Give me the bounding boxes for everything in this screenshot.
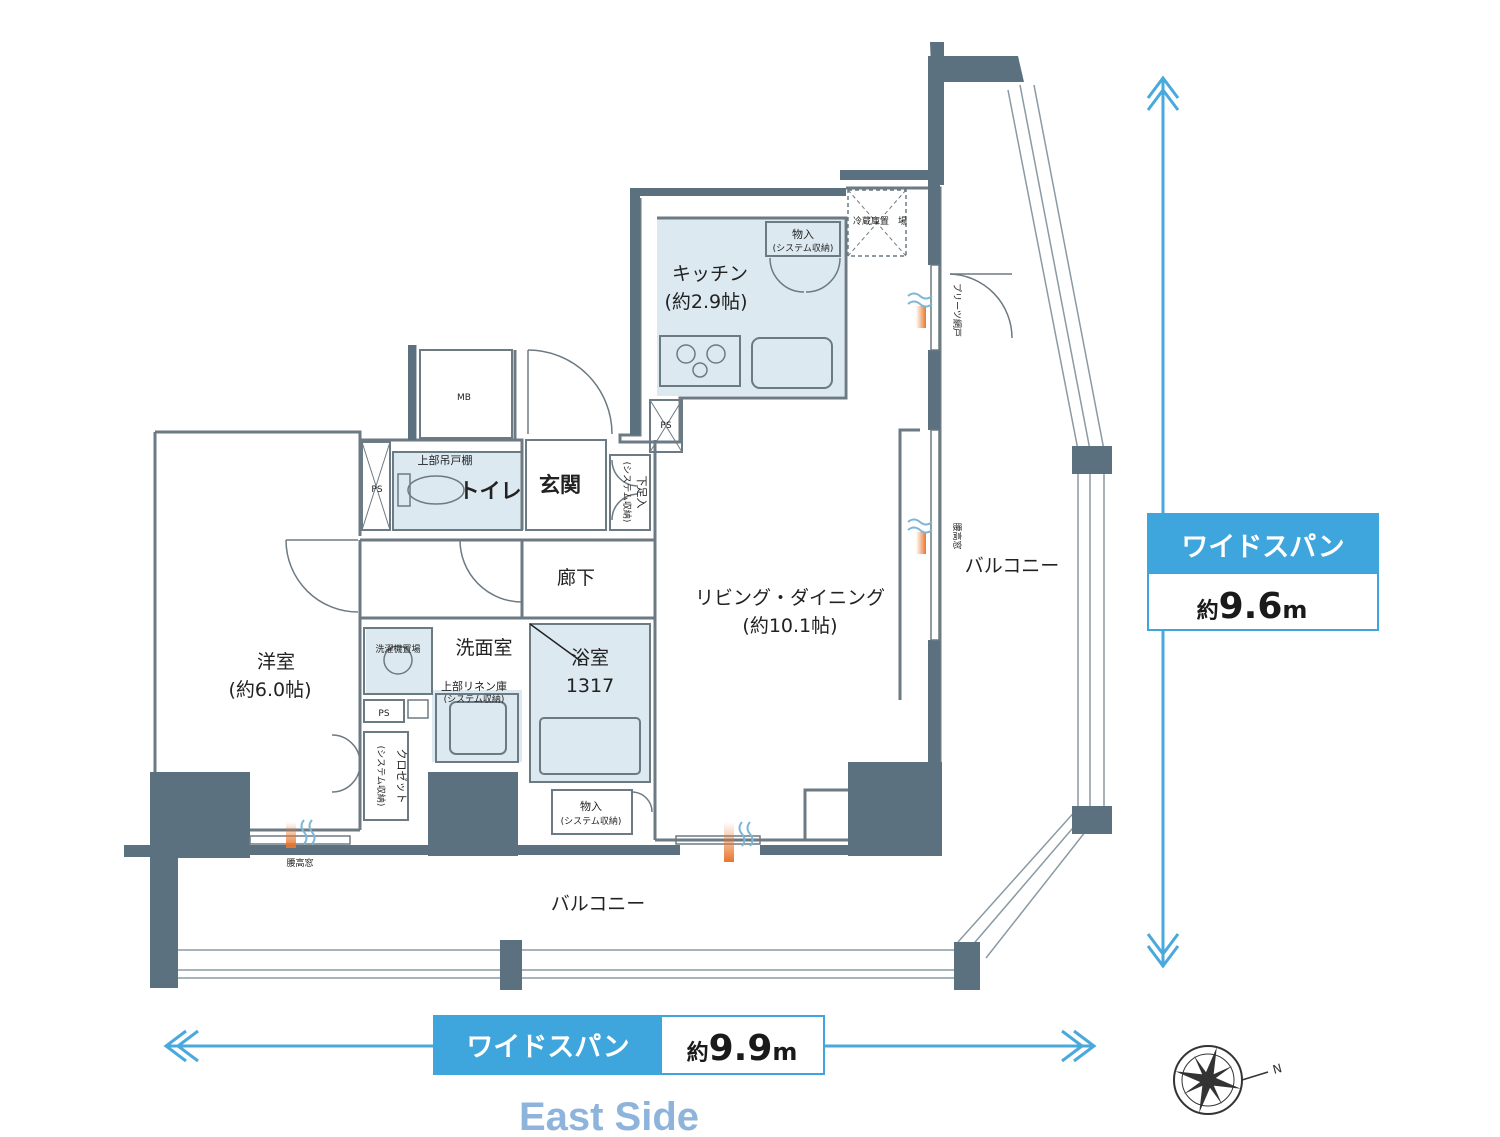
windows (249, 264, 940, 845)
washer-icon (383, 645, 413, 675)
toilet-icon (397, 473, 465, 507)
arrow-up-icon (1146, 75, 1180, 99)
fridge-space-label: 冷蔵庫置 場 (853, 215, 907, 227)
compass-north-label: N (1271, 1061, 1283, 1077)
airflow-icon (724, 821, 754, 862)
horizontal-span-title: ワイドスパン (466, 1032, 629, 1063)
waist-window-east-label: 腰高窓 (951, 522, 963, 549)
kitchen-label: キッチン (672, 263, 748, 285)
entrance-label: 玄関 (539, 473, 581, 497)
linen-storage-sub: (システム収納) (444, 693, 505, 705)
vertical-span-prefix: 約 (1197, 598, 1219, 624)
door-swings (285, 257, 1013, 813)
horizontal-span-prefix: 約 (687, 1040, 709, 1066)
balcony-east-label: バルコニー (965, 555, 1060, 577)
kitchen-storage-label: 物入 (792, 227, 814, 241)
svg-text:約9.9m: 約9.9m (687, 1028, 798, 1069)
ps-label-washroom: PS (378, 709, 389, 719)
vertical-span-unit: m (1282, 596, 1307, 624)
room-labels: キッチン (約2.9帖) 物入 (システム収納) 冷蔵庫置 場 プリーツ網戸 M… (228, 215, 1059, 915)
structural-walls (124, 42, 1112, 990)
toilet-label: トイレ (459, 479, 522, 503)
svg-text:約9.6m: 約9.6m (1197, 586, 1308, 627)
bottom-storage-label: 物入 (580, 799, 602, 813)
ps-label-entrance: PS (660, 421, 671, 431)
kitchen-size: (約2.9帖) (664, 291, 747, 313)
compass-rose-icon: N (1173, 1045, 1283, 1115)
horizontal-span-indicator: ワイドスパン 約9.9m (163, 1015, 1097, 1075)
airflow-icon (907, 292, 933, 328)
arrow-down-icon (1146, 945, 1180, 969)
shoe-storage-sub: (システム収納) (621, 462, 633, 523)
closet-sub: (システム収納) (375, 746, 387, 807)
vertical-span-indicator: ワイドスパン 約9.6m (1146, 75, 1379, 969)
bottom-storage-sub: (システム収納) (561, 815, 622, 827)
living-dining-size: (約10.1帖) (742, 615, 837, 637)
vertical-span-title: ワイドスパン (1181, 532, 1344, 563)
vertical-span-value: 9.6 (1219, 586, 1283, 627)
laundry-label: 洗濯機置場 (375, 643, 420, 655)
living-dining-label: リビング・ダイニング (695, 587, 885, 609)
washroom-label: 洗面室 (455, 637, 512, 659)
bathroom-label: 浴室 (571, 647, 609, 669)
arrow-left-icon (163, 1029, 187, 1063)
fixtures (361, 189, 907, 719)
balcony-south-label: バルコニー (551, 893, 646, 915)
stove-icon (676, 344, 726, 378)
airflow-icon (286, 819, 316, 848)
shoe-storage-label: 下足入 (635, 476, 648, 509)
horizontal-span-value: 9.9 (709, 1028, 773, 1069)
waist-window-south-label: 腰高窓 (286, 857, 313, 869)
hallway-label: 廊下 (557, 567, 595, 589)
closet-label: クロゼット (395, 749, 408, 804)
ps-label-toilet: PS (371, 485, 382, 495)
mb-label: MB (457, 393, 471, 403)
pleated-screen-label: プリーツ網戸 (951, 283, 963, 337)
arrow-right-icon (1073, 1029, 1097, 1063)
horizontal-span-unit: m (772, 1038, 797, 1066)
airflow-icon (907, 518, 933, 554)
western-room-size: (約6.0帖) (228, 679, 311, 701)
linen-storage-label: 上部リネン庫 (441, 679, 507, 693)
east-side-label: East Side (519, 1095, 699, 1137)
bathroom-size: 1317 (566, 675, 614, 697)
western-room-label: 洋室 (257, 651, 295, 673)
balcony-railing (175, 84, 1105, 979)
kitchen-storage-sub: (システム収納) (773, 242, 834, 254)
toilet-shelf-label: 上部吊戸棚 (418, 453, 473, 467)
airflow-icons (286, 292, 933, 862)
sink-icon (407, 699, 429, 719)
